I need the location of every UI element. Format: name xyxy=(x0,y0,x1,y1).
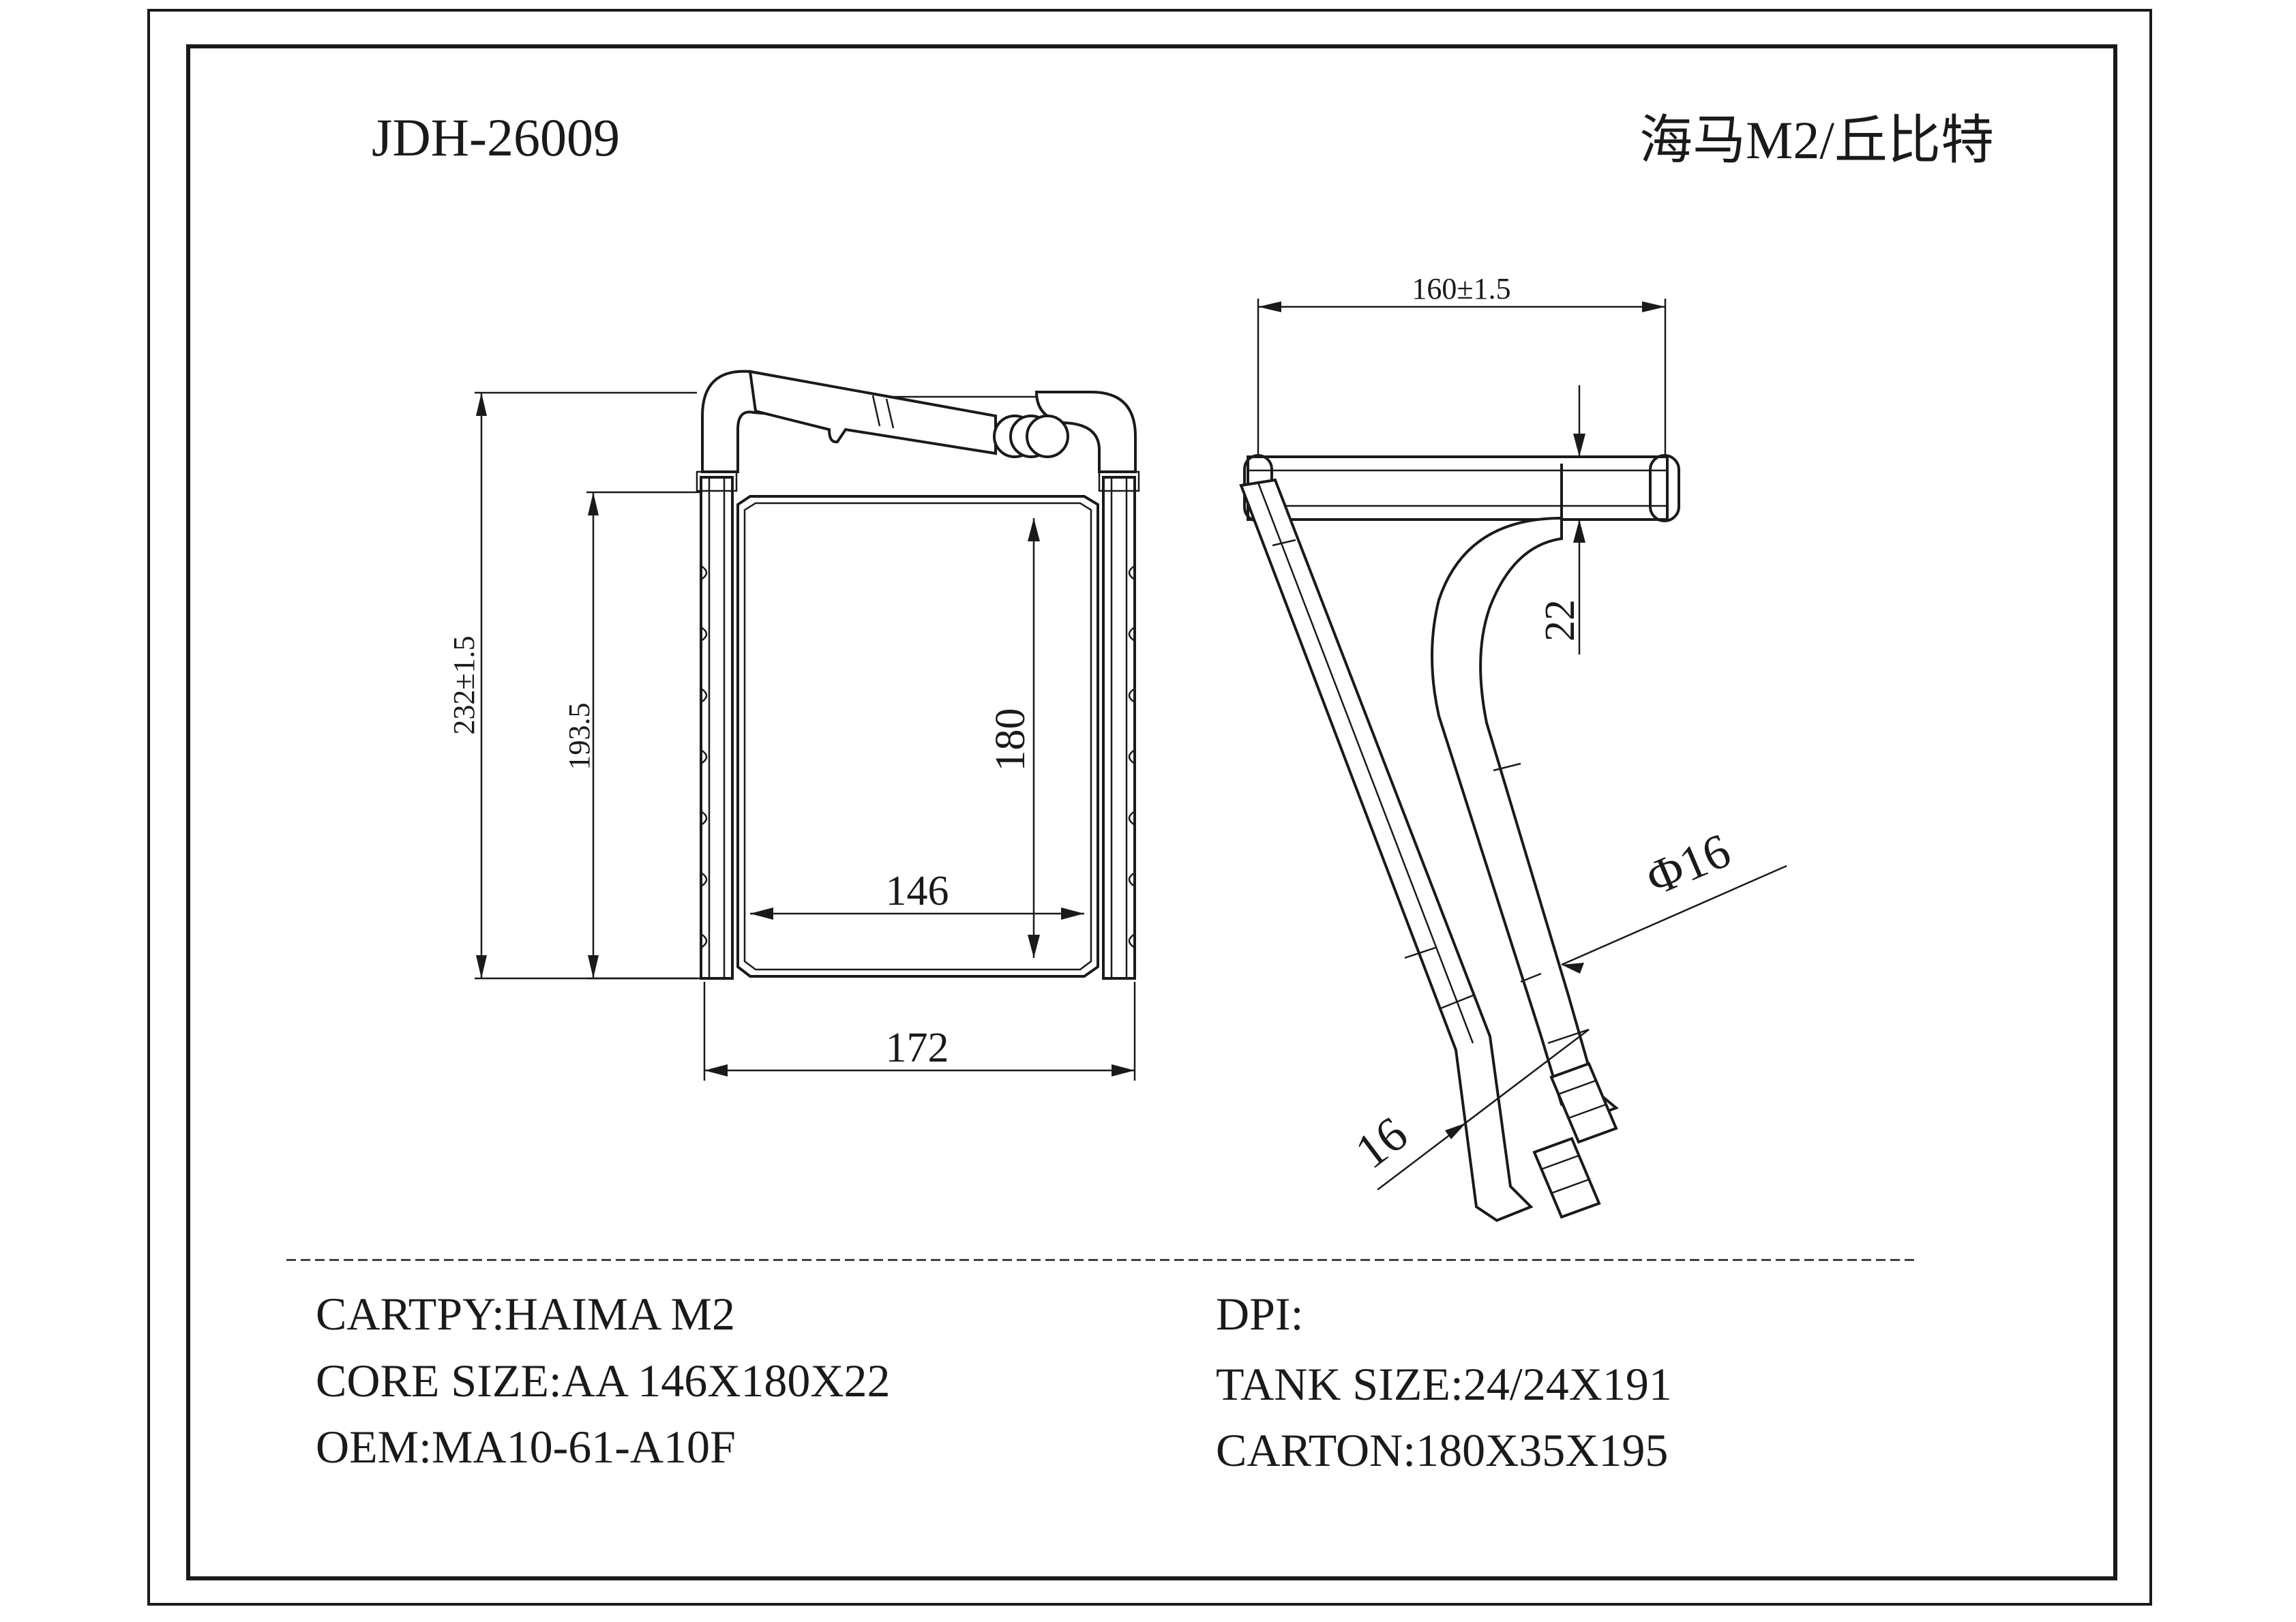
spec-tank-size: TANK SIZE:24/24X191 xyxy=(1216,1358,1672,1410)
dim-core-width: 146 xyxy=(750,868,1084,920)
spec-block: CARTPY:HAIMA M2 CORE SIZE:AA 146X180X22 … xyxy=(316,1288,1672,1476)
top-pipes xyxy=(701,370,1137,473)
overall-height-label: 232±1.5 xyxy=(447,635,481,734)
spec-car-type: CARTPY:HAIMA M2 xyxy=(316,1288,735,1340)
spec-core-size: CORE SIZE:AA 146X180X22 xyxy=(316,1355,890,1407)
spec-oem: OEM:MA10-61-A10F xyxy=(316,1421,736,1473)
dim-core-height: 180 xyxy=(987,518,1040,958)
dim-pipe-diameter: Φ16 xyxy=(1520,823,1787,983)
dim-tank-length: 193.5 xyxy=(563,491,701,980)
left-tank xyxy=(696,470,738,980)
model-name: 海马M2/丘比特 xyxy=(1639,110,1994,170)
tank-length-label: 193.5 xyxy=(563,703,596,770)
core-width-label: 146 xyxy=(886,868,949,914)
front-view: 232±1.5 193.5 180 146 xyxy=(447,370,1140,1081)
pipe-fittings xyxy=(1532,1062,1618,1219)
dim-overall-width: 172 xyxy=(703,982,1136,1081)
overall-width-label: 172 xyxy=(886,1025,949,1071)
core-height-label: 180 xyxy=(987,708,1034,772)
core xyxy=(736,495,1099,978)
side-tank xyxy=(1243,454,1680,522)
dim-depth: 160±1.5 xyxy=(1257,272,1667,455)
part-number: JDH-26009 xyxy=(372,108,620,167)
dim-overall-height: 232±1.5 xyxy=(447,391,697,980)
spec-carton: CARTON:180X35X195 xyxy=(1216,1424,1668,1476)
dim-core-depth: 22 xyxy=(1537,385,1650,655)
core-depth-label: 22 xyxy=(1537,599,1583,642)
inner-border xyxy=(186,44,2117,1580)
right-tank xyxy=(1098,470,1140,980)
spec-dpi: DPI: xyxy=(1216,1288,1303,1340)
outer-border xyxy=(147,9,2152,1606)
depth-label: 160±1.5 xyxy=(1412,272,1510,305)
side-view: 160±1.5 22 Φ16 16 xyxy=(1239,272,1787,1222)
side-pipe-straight xyxy=(1239,478,1534,1222)
